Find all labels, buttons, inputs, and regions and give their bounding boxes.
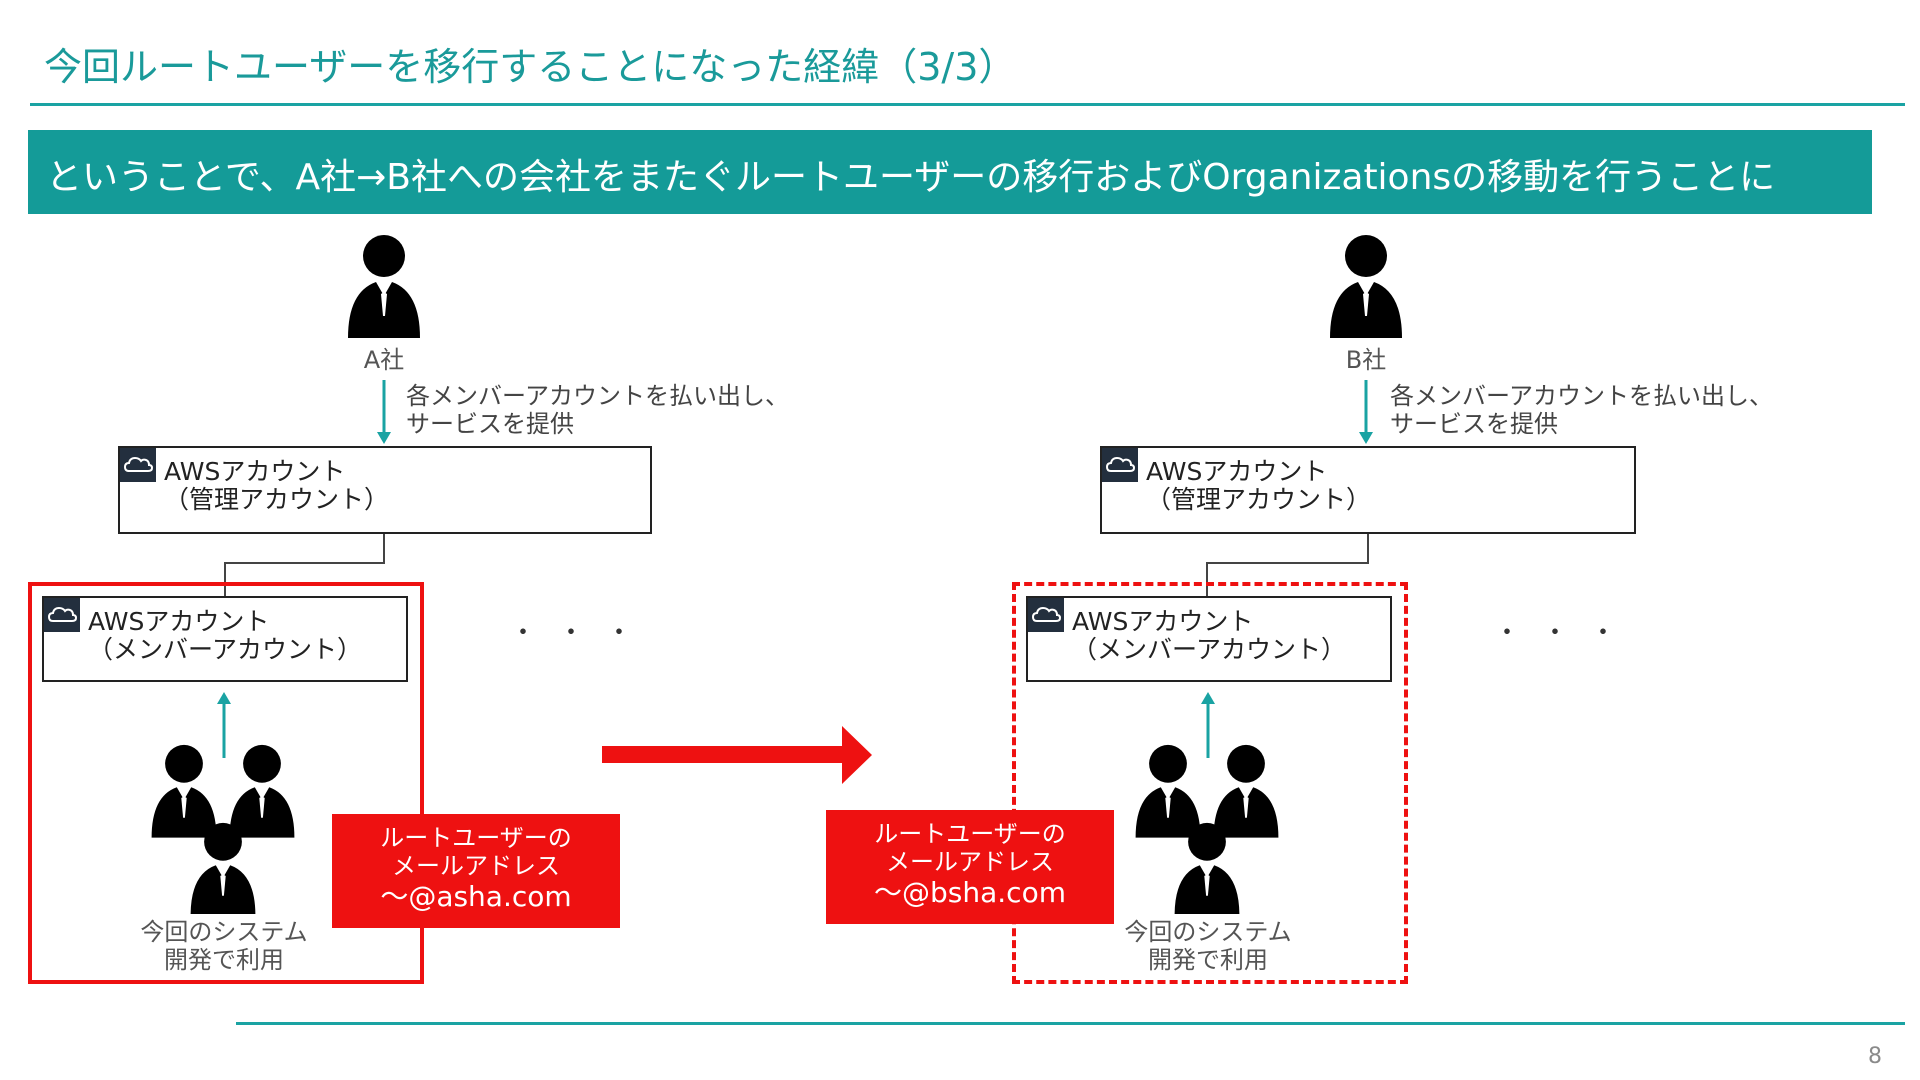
provision-desc-a-line1: 各メンバーアカウントを払い出し、 [406, 382, 790, 410]
member-account-b: AWSアカウント （メンバーアカウント） [1026, 596, 1392, 682]
root-email-b-line1: ルートユーザーの [874, 820, 1066, 848]
migrated-account-frame [1012, 582, 1408, 984]
footer-divider [236, 1022, 1905, 1025]
cloud-icon [120, 448, 156, 482]
cloud-icon [1102, 448, 1138, 482]
users-label-b-line2: 開発で利用 [1148, 946, 1268, 974]
ellipsis-b: ・・・ [1494, 618, 1639, 648]
current-account-frame [28, 582, 424, 984]
company-a-label: A社 [363, 346, 405, 374]
root-email-a: ルートユーザーの メールアドレス ～@asha.com [332, 814, 620, 928]
user-group-icon [1132, 744, 1282, 914]
company-a-person-icon [344, 234, 424, 342]
provision-desc-a-line2: サービスを提供 [406, 410, 574, 438]
mgmt-account-b-subtitle: （管理アカウント） [1146, 485, 1372, 514]
member-account-a-subtitle: （メンバーアカウント） [88, 635, 363, 664]
connector-line [224, 562, 385, 564]
member-account-b-subtitle: （メンバーアカウント） [1072, 635, 1347, 664]
mgmt-account-b: AWSアカウント （管理アカウント） [1100, 446, 1636, 534]
users-label-b: 今回のシステム 開発で利用 [1108, 918, 1308, 974]
root-email-b-address: ～@bsha.com [874, 876, 1066, 909]
mgmt-account-a: AWSアカウント （管理アカウント） [118, 446, 652, 534]
usage-arrow-icon [217, 692, 231, 758]
company-b-label: B社 [1345, 346, 1387, 374]
provision-desc-a: 各メンバーアカウントを払い出し、 サービスを提供 [406, 382, 789, 438]
member-account-a: AWSアカウント （メンバーアカウント） [42, 596, 408, 682]
provision-arrow-icon [1359, 380, 1373, 444]
root-email-a-address: ～@asha.com [380, 880, 572, 913]
users-label-a: 今回のシステム 開発で利用 [124, 918, 324, 974]
root-email-a-line2: メールアドレス [392, 852, 560, 880]
connector-line [1367, 534, 1369, 564]
arrow-right-icon [602, 726, 872, 784]
provision-desc-b-line2: サービスを提供 [1390, 410, 1558, 438]
provision-desc-b: 各メンバーアカウントを払い出し、 サービスを提供 [1390, 382, 1773, 438]
page-number: 8 [1868, 1044, 1882, 1069]
connector-line [1206, 562, 1369, 564]
mgmt-account-a-subtitle: （管理アカウント） [164, 485, 390, 514]
cloud-icon [1028, 598, 1064, 632]
provision-arrow-icon [377, 380, 391, 444]
member-account-a-title: AWSアカウント [88, 607, 270, 636]
title-divider [30, 103, 1905, 106]
users-label-b-line1: 今回のシステム [1124, 918, 1292, 946]
users-label-a-line1: 今回のシステム [140, 918, 308, 946]
slide-title: 今回ルートユーザーを移行することになった経緯（3/3） [44, 45, 1017, 89]
company-b-person-icon [1326, 234, 1406, 342]
mgmt-account-a-title: AWSアカウント [164, 457, 346, 486]
provision-desc-b-line1: 各メンバーアカウントを払い出し、 [1390, 382, 1774, 410]
root-email-b-line2: メールアドレス [886, 848, 1054, 876]
connector-line [224, 562, 226, 596]
ellipsis-a: ・・・ [510, 618, 655, 648]
user-group-icon [148, 744, 298, 914]
root-email-b: ルートユーザーの メールアドレス ～@bsha.com [826, 810, 1114, 924]
mgmt-account-b-title: AWSアカウント [1146, 457, 1328, 486]
summary-banner: ということで、A社→B社への会社をまたぐルートユーザーの移行およびOrganiz… [28, 130, 1872, 214]
connector-line [383, 534, 385, 564]
usage-arrow-icon [1201, 692, 1215, 758]
users-label-a-line2: 開発で利用 [164, 946, 284, 974]
connector-line [1206, 562, 1208, 596]
member-account-b-title: AWSアカウント [1072, 607, 1254, 636]
root-email-a-line1: ルートユーザーの [380, 824, 572, 852]
cloud-icon [44, 598, 80, 632]
summary-banner-text: ということで、A社→B社への会社をまたぐルートユーザーの移行およびOrganiz… [46, 157, 1776, 198]
